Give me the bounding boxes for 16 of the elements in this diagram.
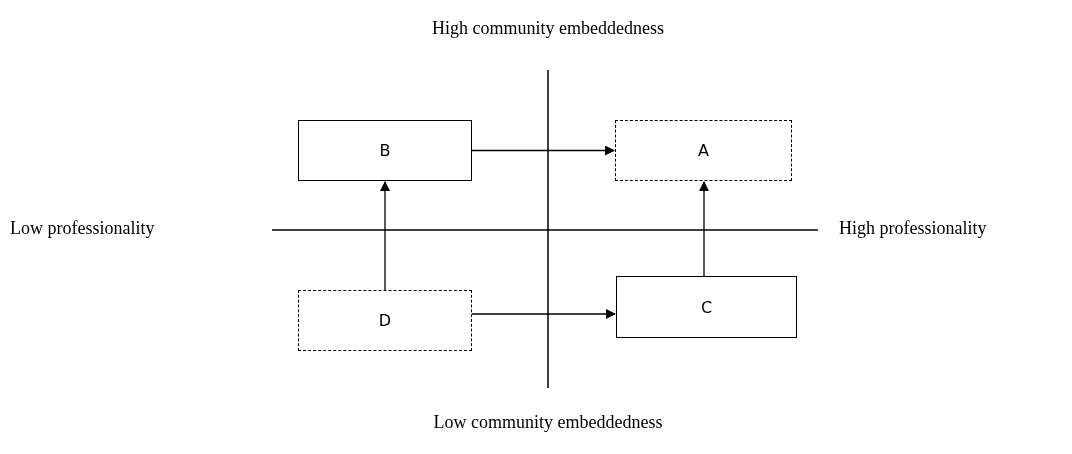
arrow <box>380 181 390 291</box>
box <box>298 120 472 181</box>
axis-label: High community embeddedness <box>432 18 664 39</box>
box-label: C <box>700 297 713 317</box>
axis-label: High professionality <box>839 218 987 239</box>
box-label: B <box>379 141 391 160</box>
dashed-box <box>298 290 472 351</box>
axis-label: Low community embeddedness <box>433 412 663 433</box>
box <box>616 276 797 338</box>
box-label: D <box>378 311 392 330</box>
box-label: A <box>698 141 709 160</box>
arrow <box>471 145 615 156</box>
axis-label: Low professionality <box>10 218 155 239</box>
arrow <box>699 181 709 277</box>
arrow <box>471 309 616 319</box>
dashed-box <box>615 120 792 181</box>
